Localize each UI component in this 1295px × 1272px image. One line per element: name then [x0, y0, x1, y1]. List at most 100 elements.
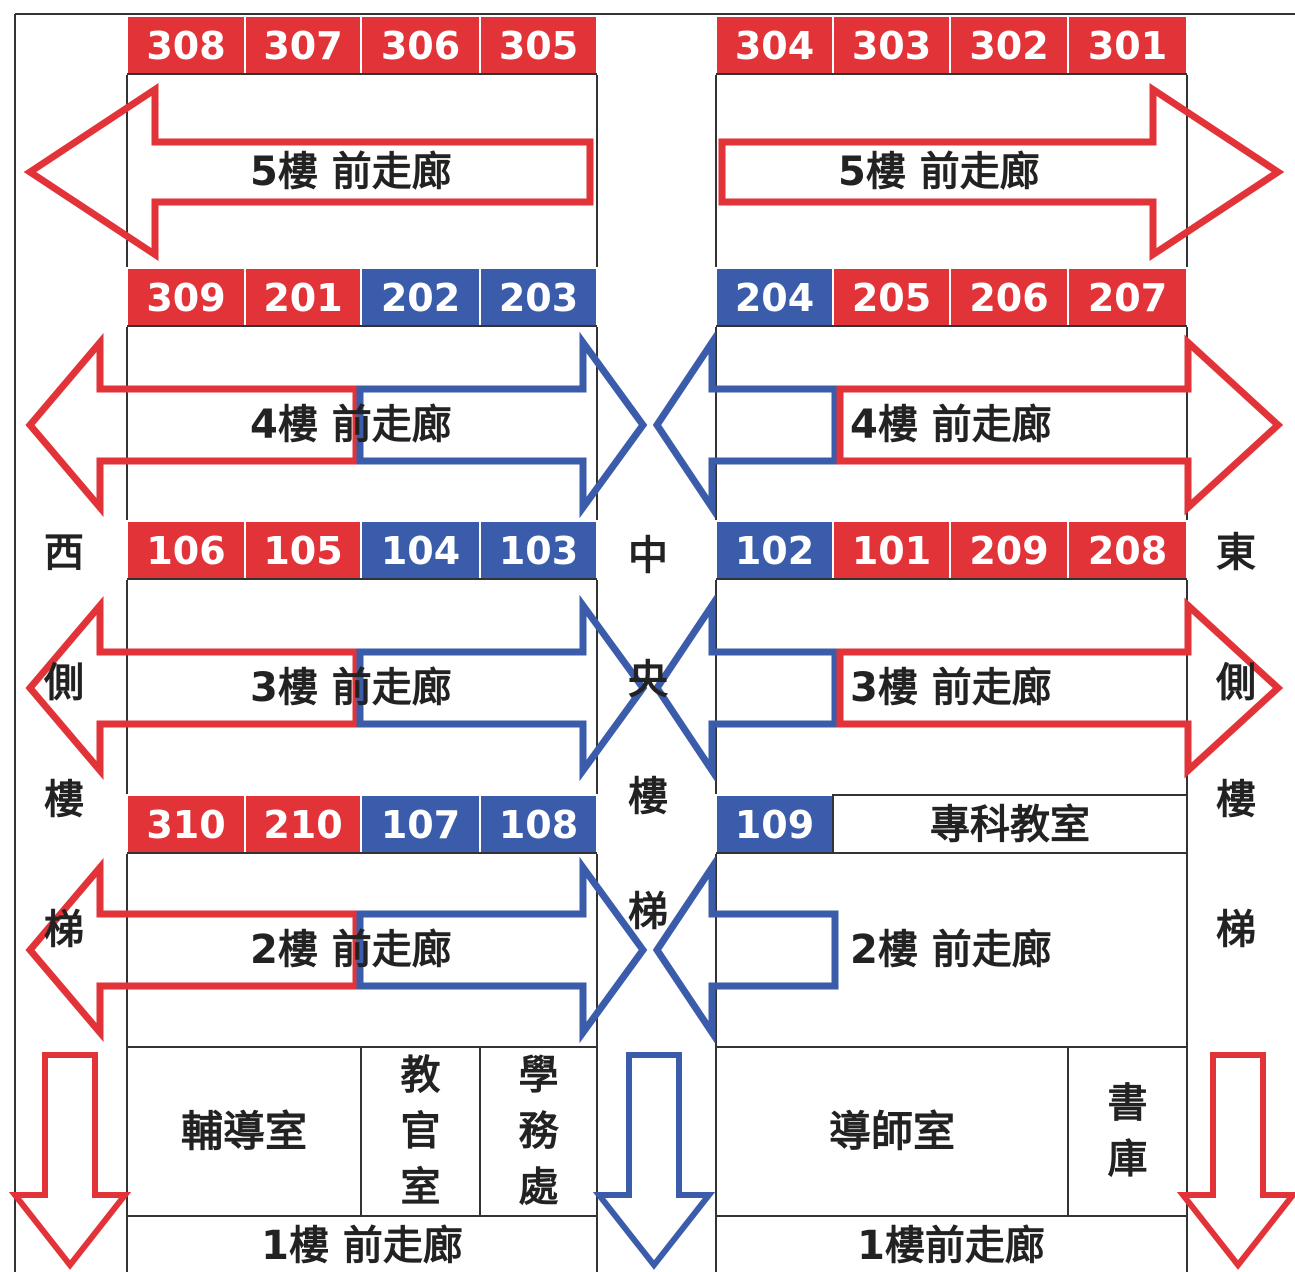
east-stair-label: 樓 [1216, 777, 1256, 823]
room-cell [832, 15, 951, 75]
room-cell [244, 520, 362, 580]
corridor-label-left: 5樓 前走廊 [250, 149, 452, 195]
room-number: 108 [499, 803, 578, 847]
corridor-label-left: 4樓 前走廊 [250, 402, 452, 448]
room-number: 307 [263, 24, 342, 68]
ground-corridor-right: 1樓前走廊 [857, 1223, 1045, 1269]
room-cell [832, 794, 1188, 854]
office-name-vertical: 書庫 [1108, 1081, 1148, 1183]
evac-arrow-west [23, 82, 594, 262]
office-char: 務 [519, 1109, 560, 1155]
evac-arrow-central-right [652, 330, 839, 520]
central-stair-label: 央 [628, 657, 669, 703]
room-number: 308 [146, 24, 225, 68]
room-number: 301 [1088, 24, 1167, 68]
evac-arrow-central-right [652, 855, 839, 1045]
room-cell [1067, 520, 1188, 580]
room-number: 208 [1088, 529, 1167, 573]
room-number: 205 [852, 276, 931, 320]
room-cell [126, 794, 246, 854]
room-number: 304 [735, 24, 814, 68]
east-stair-label: 梯 [1216, 907, 1256, 953]
office-char: 教 [401, 1053, 441, 1099]
east-stair-label: 東 [1216, 530, 1256, 576]
evac-arrow-central-left [356, 594, 648, 782]
west-stair-label: 梯 [44, 907, 84, 953]
office-char: 室 [401, 1165, 441, 1211]
room-cell [1067, 267, 1188, 327]
room-number: 303 [852, 24, 931, 68]
evac-arrow-west [25, 857, 360, 1043]
evac-arrow-west [25, 332, 360, 518]
office-name-vertical: 教官室 [401, 1053, 441, 1211]
room-cell [715, 794, 834, 854]
room-number: 101 [852, 529, 931, 573]
room-number: 210 [263, 803, 342, 847]
room-cell [479, 794, 598, 854]
office-char: 處 [519, 1165, 559, 1211]
room-number: 302 [969, 24, 1048, 68]
room-number: 207 [1088, 276, 1167, 320]
west-stair-label: 樓 [44, 777, 84, 823]
evac-arrow-east [836, 334, 1284, 516]
room-number: 201 [263, 276, 342, 320]
central-stair-label: 樓 [628, 774, 668, 820]
central-stair-label: 中 [628, 533, 668, 579]
west-stair-label: 西 [44, 530, 84, 576]
office-char: 庫 [1108, 1137, 1148, 1183]
room-number: 專科教室 [930, 802, 1090, 848]
exit-down-arrow [1176, 1052, 1295, 1270]
office-char: 書 [1108, 1081, 1148, 1127]
room-number: 107 [381, 803, 460, 847]
office-name: 輔導室 [181, 1107, 307, 1156]
room-number: 102 [735, 529, 814, 573]
room-cell [479, 15, 598, 75]
evac-arrow-east [718, 82, 1285, 262]
office-char: 學 [519, 1053, 559, 1099]
room-number: 103 [499, 529, 578, 573]
room-number: 109 [735, 803, 814, 847]
evac-arrow-east [836, 597, 1284, 779]
room-cell [360, 794, 481, 854]
evac-arrow-central-left [356, 856, 648, 1044]
room-cell [715, 15, 834, 75]
corridor-label-right: 3樓 前走廊 [850, 665, 1052, 711]
room-number: 306 [381, 24, 460, 68]
room-number: 105 [263, 529, 342, 573]
room-number: 305 [499, 24, 578, 68]
room-cell [479, 267, 598, 327]
evac-arrow-central-left [356, 331, 648, 519]
room-number: 310 [146, 803, 225, 847]
room-number: 309 [146, 276, 225, 320]
room-cell [949, 267, 1069, 327]
exit-down-arrow [8, 1052, 132, 1270]
office-name: 導師室 [829, 1107, 955, 1156]
room-cell [244, 267, 362, 327]
office-char: 官 [401, 1109, 441, 1155]
room-number: 204 [735, 276, 814, 320]
room-number: 203 [499, 276, 578, 320]
ground-corridor-left: 1樓 前走廊 [261, 1223, 463, 1269]
corridor-label-left: 2樓 前走廊 [250, 927, 452, 973]
room-number: 104 [381, 529, 460, 573]
corridor-label-left: 3樓 前走廊 [250, 665, 452, 711]
room-cell [479, 520, 598, 580]
corridor-label-right: 4樓 前走廊 [850, 402, 1052, 448]
exit-down-arrow [592, 1052, 716, 1270]
evac-arrow-central-right [652, 593, 839, 783]
room-number: 202 [381, 276, 460, 320]
room-number: 209 [969, 529, 1048, 573]
corridor-label-right: 5樓 前走廊 [838, 149, 1040, 195]
room-cell [949, 15, 1069, 75]
room-number: 106 [146, 529, 225, 573]
office-name-vertical: 學務處 [519, 1053, 560, 1211]
corridor-label-right: 2樓 前走廊 [850, 927, 1052, 973]
central-stair-label: 梯 [628, 889, 668, 935]
room-number: 206 [969, 276, 1048, 320]
evac-arrow-west [25, 595, 360, 781]
east-stair-label: 側 [1215, 660, 1256, 706]
room-cell [715, 267, 834, 327]
west-stair-label: 側 [43, 660, 84, 706]
